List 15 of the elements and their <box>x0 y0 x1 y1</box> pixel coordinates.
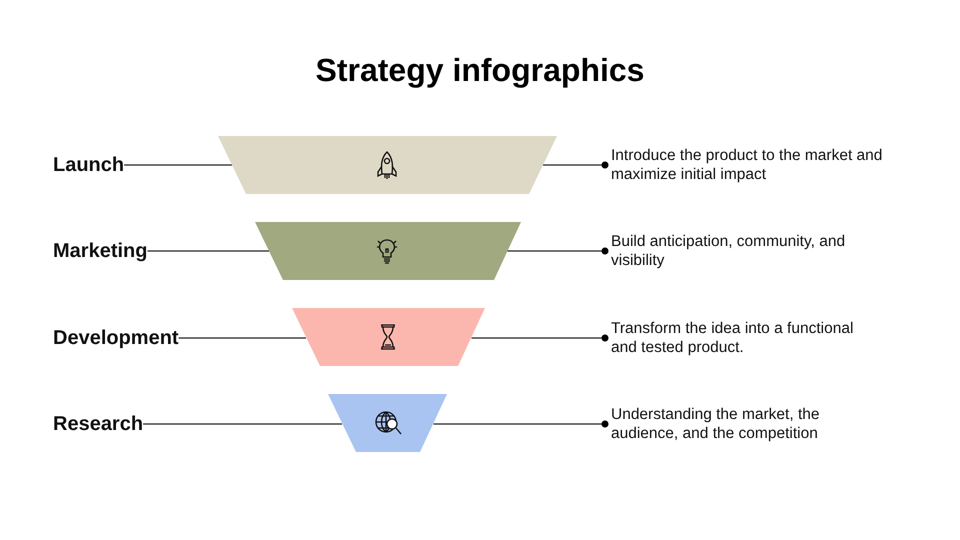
stage-description: Understanding the market, the audience, and the competition <box>611 405 883 443</box>
stage-label: Launch <box>53 153 124 177</box>
dot-connector-line <box>433 420 608 428</box>
stage-description: Transform the idea into a functional and tested product. <box>611 319 883 357</box>
stage-label: Research <box>53 412 144 436</box>
dot-connector-line <box>507 248 608 254</box>
stage-description: Build anticipation, community, and visibility <box>611 232 883 270</box>
dot-connector-line <box>542 162 608 168</box>
dot-connector-line <box>471 334 608 342</box>
stage-label: Marketing <box>53 239 148 263</box>
stage-label: Development <box>53 326 179 350</box>
stage-description: Introduce the product to the market and maximize initial impact <box>611 146 883 184</box>
connector-line <box>146 250 270 252</box>
title: Strategy infographics <box>316 52 644 89</box>
connector-line <box>124 164 232 166</box>
